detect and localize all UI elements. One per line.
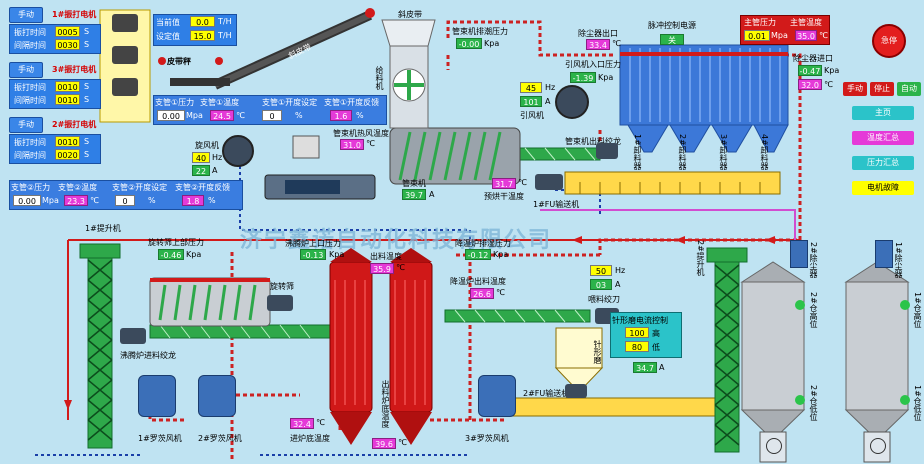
lift-2: [706, 247, 748, 453]
silo-2-high-indicator: [795, 300, 805, 310]
branch-1-pressure: 0.00: [157, 110, 185, 121]
motor-2-beat-time[interactable]: 0010: [55, 136, 80, 147]
fan-label: 旋风机: [195, 141, 219, 150]
inclined-belt-icon[interactable]: [365, 8, 375, 18]
motor-2-mode-button[interactable]: 手动: [9, 117, 43, 133]
induced-fan-current: 101: [520, 96, 542, 107]
dust-collector-2-icon[interactable]: [790, 240, 808, 268]
boil-upper-pressure: -0.13: [300, 249, 326, 260]
roots-blower-2-icon[interactable]: [198, 375, 236, 417]
inclined-belt-label: 斜皮带: [398, 10, 422, 19]
belt-scale-label: 皮带秤: [167, 57, 191, 66]
branch-2-open-feedback: 1.8: [182, 195, 204, 206]
predry-temp: 31.7: [492, 178, 516, 189]
roots-blower-1-icon[interactable]: [138, 375, 176, 417]
feed-knife-hz[interactable]: 50: [590, 265, 612, 276]
induced-fan-hz[interactable]: 45: [520, 82, 542, 93]
cool-furnace: [389, 248, 433, 445]
main-pressure: 0.01: [744, 30, 770, 41]
needle-high-limit[interactable]: 100: [625, 327, 649, 338]
mill-current: 34.7: [633, 362, 657, 373]
current-value: 0.0: [190, 16, 215, 27]
dust-inlet-temp: 32.0: [798, 79, 822, 90]
fan-current: 22: [192, 165, 210, 176]
silo-2-fan-icon[interactable]: [766, 438, 782, 454]
nav-motor-fault[interactable]: 电机故障: [852, 181, 914, 195]
auto-mode-button[interactable]: 自动: [897, 82, 921, 96]
pulse-power-status[interactable]: 关: [660, 34, 684, 45]
belt-scale-icon-2[interactable]: [215, 57, 223, 65]
motor-1-beat-time[interactable]: 0005: [55, 26, 80, 37]
emergency-stop-button[interactable]: 急停: [872, 24, 906, 58]
cool-upper-pressure: -0.12: [465, 249, 491, 260]
feed-knife-current: 03: [590, 279, 612, 290]
branch-1-open-feedback: 1.6: [330, 110, 352, 121]
silo-1-low-indicator: [900, 395, 910, 405]
silo-2-low-indicator: [795, 395, 805, 405]
nav-temperature[interactable]: 温度汇总: [852, 131, 914, 145]
set-value[interactable]: 15.0: [190, 30, 215, 41]
stop-button[interactable]: 停止: [870, 82, 894, 96]
needle-low-limit[interactable]: 80: [625, 341, 649, 352]
boil-inlet-screw-motor-icon[interactable]: [120, 328, 146, 344]
motor-1-name: 1#振打电机: [52, 10, 97, 19]
branch-2-temp: 23.3: [64, 195, 88, 206]
vibration-motor-2-icon[interactable]: [112, 46, 138, 64]
main-temp: 35.0: [795, 30, 817, 41]
motor-3-interval[interactable]: 0010: [55, 94, 80, 105]
motor-3-name: 3#振打电机: [52, 65, 97, 74]
rotary-screen-motor-icon[interactable]: [267, 295, 293, 311]
rotary-screen-pressure: -0.46: [158, 249, 184, 260]
boil-furnace: [329, 248, 373, 445]
branch-2-pressure: 0.00: [13, 195, 41, 206]
fan-hz[interactable]: 40: [192, 152, 210, 163]
manual-mode-button[interactable]: 手动: [843, 82, 867, 96]
induced-inlet-pressure: -1.39: [570, 72, 596, 83]
cool-outlet-temp: 26.6: [470, 288, 494, 299]
silo-1-fan-icon[interactable]: [870, 438, 886, 454]
conveyor-2-motor-icon[interactable]: [565, 384, 587, 398]
induced-fan-icon[interactable]: [555, 85, 589, 119]
vibration-motor-3-icon[interactable]: [112, 78, 138, 96]
inlet-bottom-temp: 32.4: [290, 418, 314, 429]
lift-1: [79, 243, 121, 449]
motor-2-name: 2#振打电机: [52, 120, 97, 129]
dust-outlet-temp: 33.4: [586, 39, 610, 50]
bundle-exhaust-pressure: -0.00: [456, 38, 482, 49]
feeder-label: 给料机: [375, 66, 384, 90]
motor-1-interval[interactable]: 0030: [55, 39, 80, 50]
furnace-bottom-temp: 39.6: [372, 438, 396, 449]
vibration-motor-1-icon[interactable]: [112, 14, 138, 32]
screw-motor-icon[interactable]: [596, 143, 618, 159]
conveyor-1-motor-icon[interactable]: [535, 174, 563, 190]
watermark: 济宁鑫诺自动化科技有限公司: [240, 228, 553, 253]
motor-3-beat-time[interactable]: 0010: [55, 81, 80, 92]
bundle-hot-air-temp: 31.0: [340, 139, 364, 150]
silo-1: [844, 261, 910, 463]
silo-1-high-indicator: [900, 300, 910, 310]
motor-2-interval[interactable]: 0020: [55, 149, 80, 160]
dust-inlet-pressure: -0.47: [798, 65, 822, 76]
motor-3-mode-button[interactable]: 手动: [9, 62, 43, 78]
fan-icon[interactable]: [222, 135, 254, 167]
belt-scale-icon[interactable]: [158, 57, 166, 65]
roots-blower-3-icon[interactable]: [478, 375, 516, 417]
outlet-temp: 35.9: [370, 263, 394, 274]
branch-1-open-set[interactable]: 0: [262, 110, 282, 121]
branch-1-temp: 24.5: [210, 110, 234, 121]
motor-1-mode-button[interactable]: 手动: [9, 7, 43, 23]
bundle-machine-current: 39.7: [402, 189, 426, 200]
dust-collector-1-icon[interactable]: [875, 240, 893, 268]
nav-home[interactable]: 主页: [852, 106, 914, 120]
branch-2-open-set[interactable]: 0: [115, 195, 135, 206]
nav-pressure[interactable]: 压力汇总: [852, 156, 914, 170]
silo-2: [740, 261, 806, 463]
